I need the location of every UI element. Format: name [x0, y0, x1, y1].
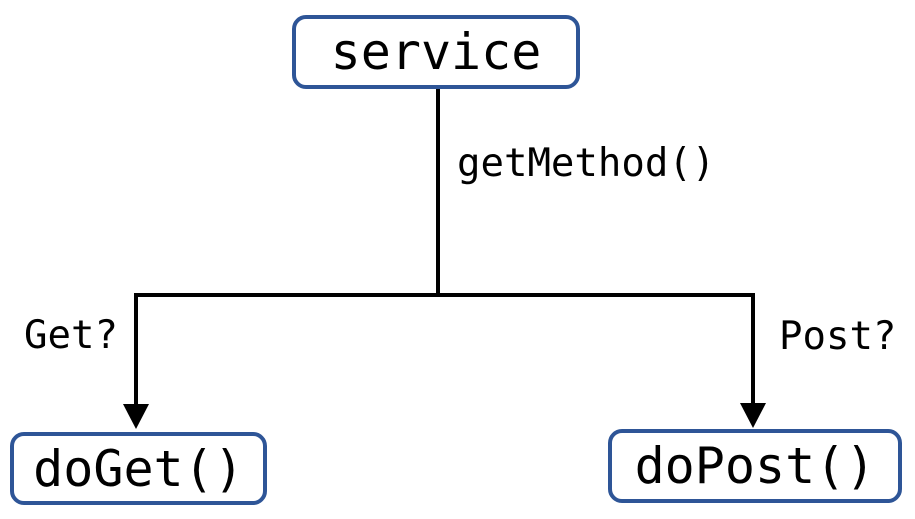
- edge-label-post-condition: Post?: [779, 314, 897, 359]
- connector-right-drop: [751, 293, 755, 405]
- connector-service-stem: [436, 89, 440, 295]
- arrowhead-left-icon: [123, 404, 149, 429]
- node-dopost: doPost(): [608, 429, 902, 503]
- connector-branch-horizontal: [134, 293, 755, 297]
- node-doget: doGet(): [10, 432, 267, 505]
- node-service: service: [292, 15, 580, 89]
- edge-label-get-condition: Get?: [24, 313, 118, 358]
- connector-left-drop: [134, 293, 138, 406]
- arrowhead-right-icon: [740, 403, 766, 428]
- edge-label-getmethod: getMethod(): [457, 141, 716, 186]
